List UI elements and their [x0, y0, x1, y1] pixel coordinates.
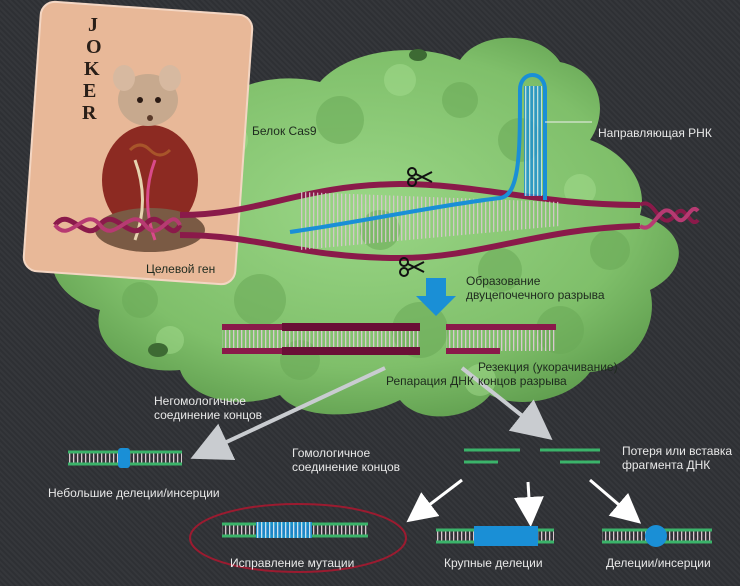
resected-ends [464, 448, 600, 464]
correction-ellipse [189, 503, 407, 573]
hdr-arrow [406, 478, 463, 523]
nhej-arrow [190, 366, 386, 460]
label-indels: Делеции/инсерции [606, 556, 711, 570]
label-target-gene: Целевой ген [146, 262, 216, 276]
correction-dna [222, 522, 368, 538]
label-small-indels: Небольшие делеции/инсерции [48, 486, 220, 500]
label-resection: Резекция (укорачивание) концов разрыва [478, 360, 618, 388]
label-repair: Репарация ДНК [386, 374, 474, 388]
large-deletion-dna [436, 526, 554, 546]
card-letter-e: E [83, 80, 97, 102]
card-letter-r: R [82, 102, 97, 124]
card-letter-j: J [88, 14, 98, 36]
label-nhej: Негомологичное соединение концов [154, 394, 263, 422]
joker-card [22, 0, 254, 286]
large-deletion-arrow [513, 481, 544, 527]
label-dsb: Образование двуцепочечного разрыва [466, 274, 605, 302]
small-indels-dna [68, 448, 182, 468]
label-correction: Исправление мутации [230, 556, 355, 570]
indel-arrow [589, 478, 642, 524]
broken-dna [222, 323, 556, 355]
indels-dna [602, 525, 712, 547]
label-hdr: Гомологичное соединение концов [292, 446, 401, 474]
resection-arrow [460, 366, 553, 440]
label-guide-rna: Направляющая РНК [598, 126, 712, 140]
label-cas9: Белок Cas9 [252, 124, 317, 138]
card-letter-o: O [86, 36, 102, 58]
label-large-deletions: Крупные делеции [444, 556, 543, 570]
guide-rna [289, 73, 592, 234]
label-loss-insert: Потеря или вставка фрагмента ДНК [622, 444, 733, 472]
down-arrow-icon [416, 278, 456, 316]
scissors-icon [399, 167, 433, 277]
target-dna [53, 180, 700, 262]
card-letter-k: K [84, 58, 100, 80]
